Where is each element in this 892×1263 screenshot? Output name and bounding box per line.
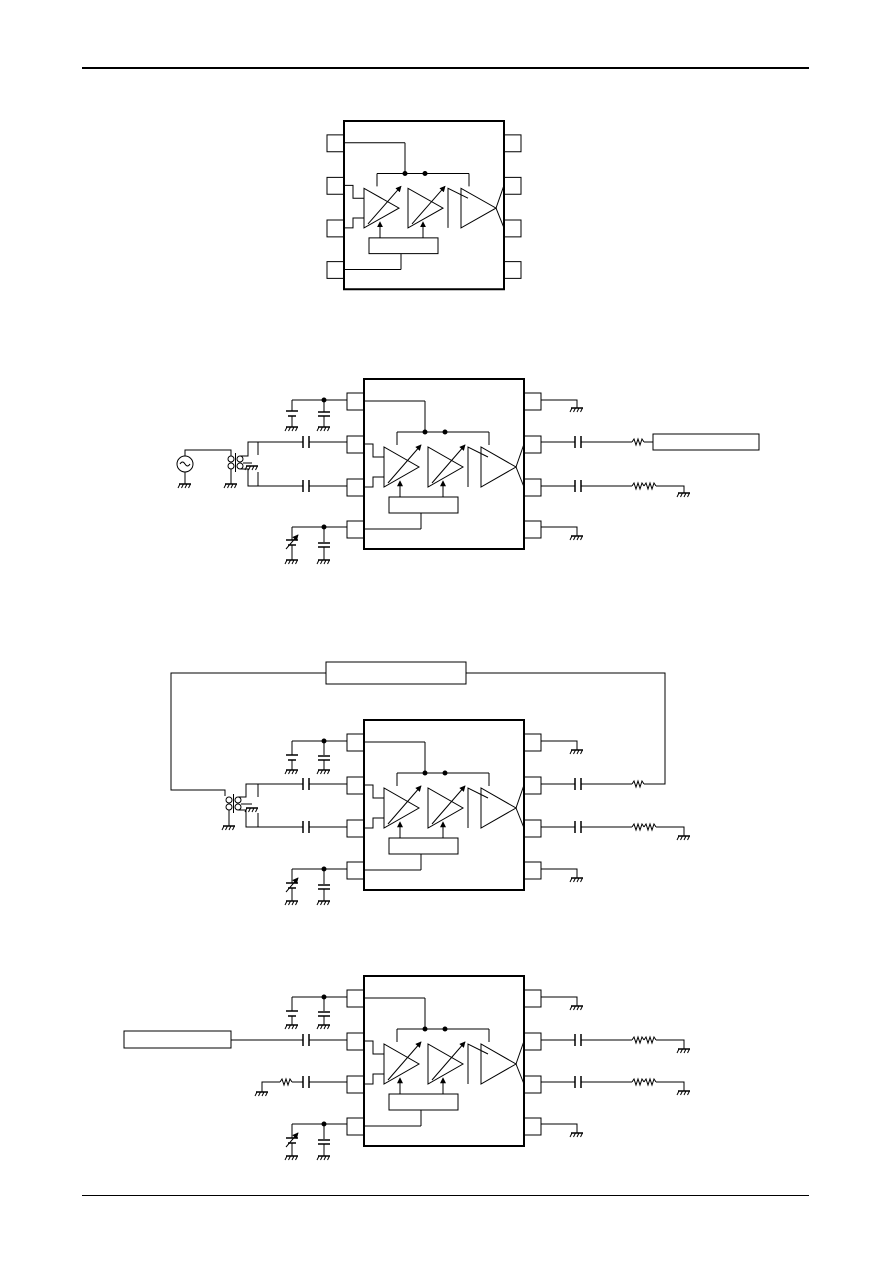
top-rule — [82, 67, 809, 69]
test-circuit-1 — [346, 379, 542, 549]
test-circuit-2-externals — [171, 662, 691, 906]
test-circuit-3 — [346, 976, 542, 1146]
bottom-rule — [82, 1195, 809, 1196]
test-circuit-2 — [346, 720, 542, 890]
test-circuit-3-externals — [124, 995, 691, 1161]
test-circuit-1-externals — [177, 398, 759, 565]
block-diagram — [326, 121, 522, 289]
